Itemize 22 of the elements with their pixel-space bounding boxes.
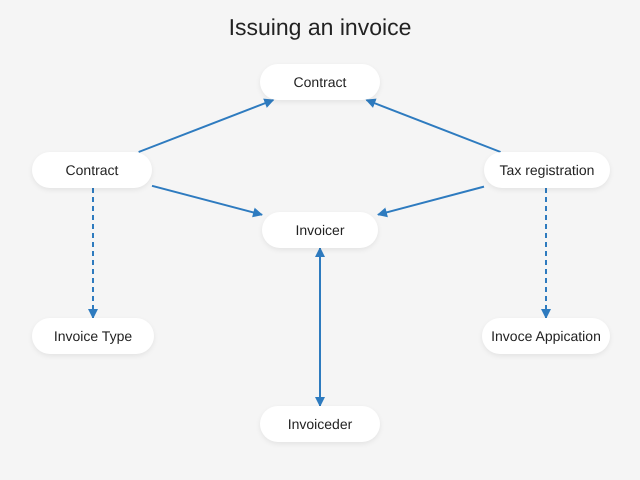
arrow <box>138 98 274 153</box>
rounded-box <box>260 406 380 442</box>
node-label: Tax registration <box>500 162 594 178</box>
rounded-box <box>484 152 610 188</box>
node-label: Contract <box>66 162 118 178</box>
rounded-box <box>260 64 380 100</box>
rounded-box <box>32 318 154 354</box>
node-label: Invoicer <box>295 222 345 238</box>
rounded-box <box>262 212 378 248</box>
node-label: Invoce Appication <box>491 328 601 344</box>
arrow <box>377 186 484 218</box>
rounded-box <box>32 152 152 188</box>
arrow <box>366 98 501 153</box>
arrow <box>315 247 325 407</box>
node-label: Invoiceder <box>288 416 352 432</box>
arrow <box>88 188 98 319</box>
arrow <box>541 188 551 319</box>
arrow <box>152 184 263 218</box>
diagram-title: Issuing an invoice <box>228 14 412 41</box>
node-label: Contract <box>294 74 346 90</box>
node-label: Invoice Type <box>54 328 132 344</box>
rounded-box <box>482 318 610 354</box>
